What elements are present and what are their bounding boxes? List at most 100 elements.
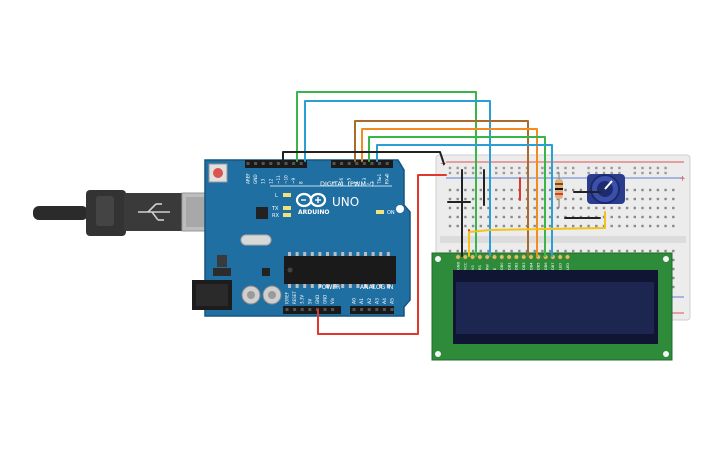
breadboard-hole[interactable] — [502, 197, 506, 201]
breadboard-hole[interactable] — [625, 206, 629, 210]
breadboard-hole[interactable] — [464, 215, 467, 219]
breadboard-hole[interactable] — [487, 224, 490, 228]
breadboard-hole[interactable] — [464, 206, 467, 210]
breadboard-hole[interactable] — [456, 206, 459, 210]
breadboard-hole[interactable] — [672, 258, 675, 262]
rail-hole[interactable] — [548, 166, 552, 170]
rail-hole[interactable] — [664, 166, 667, 170]
breadboard-hole[interactable] — [471, 197, 475, 201]
breadboard-hole[interactable] — [656, 206, 660, 210]
breadboard-hole[interactable] — [649, 206, 652, 210]
breadboard-hole[interactable] — [448, 197, 452, 201]
analog-pin-socket[interactable] — [382, 308, 386, 311]
breadboard-hole[interactable] — [510, 249, 513, 253]
breadboard-hole[interactable] — [672, 276, 675, 280]
breadboard-hole[interactable] — [587, 206, 590, 210]
rail-hole[interactable] — [464, 166, 467, 170]
breadboard-hole[interactable] — [579, 188, 583, 192]
digital-pin-socket[interactable] — [276, 162, 280, 165]
rail-hole[interactable] — [495, 166, 498, 170]
digital-header-right[interactable] — [331, 160, 393, 168]
breadboard-hole[interactable] — [479, 215, 482, 219]
rail-hole[interactable] — [610, 166, 613, 170]
digital-pin-socket[interactable] — [347, 162, 351, 165]
breadboard-hole[interactable] — [495, 197, 498, 201]
rail-hole[interactable] — [495, 171, 498, 175]
breadboard-hole[interactable] — [579, 224, 583, 228]
breadboard-hole[interactable] — [471, 215, 475, 219]
breadboard-hole[interactable] — [533, 215, 536, 219]
digital-pin-socket[interactable] — [340, 162, 344, 165]
breadboard-hole[interactable] — [579, 249, 583, 253]
rail-hole[interactable] — [595, 171, 598, 175]
breadboard-hole[interactable] — [479, 197, 482, 201]
breadboard-hole[interactable] — [502, 215, 506, 219]
breadboard-hole[interactable] — [487, 206, 490, 210]
digital-pin-socket[interactable] — [246, 162, 250, 165]
breadboard-hole[interactable] — [641, 188, 644, 192]
breadboard-hole[interactable] — [548, 224, 552, 228]
rail-hole[interactable] — [510, 171, 513, 175]
rail-hole[interactable] — [572, 171, 575, 175]
breadboard-hole[interactable] — [618, 224, 621, 228]
breadboard-hole[interactable] — [633, 224, 636, 228]
breadboard-hole[interactable] — [572, 197, 575, 201]
breadboard-hole[interactable] — [664, 188, 667, 192]
breadboard-hole[interactable] — [479, 206, 482, 210]
rail-hole[interactable] — [479, 171, 482, 175]
breadboard-hole[interactable] — [456, 197, 459, 201]
potentiometer[interactable] — [587, 174, 625, 204]
breadboard-hole[interactable] — [587, 224, 590, 228]
digital-pin-socket[interactable] — [284, 162, 288, 165]
breadboard-hole[interactable] — [595, 224, 598, 228]
breadboard-hole[interactable] — [556, 224, 559, 228]
breadboard-hole[interactable] — [602, 206, 606, 210]
power-pin-socket[interactable] — [293, 308, 297, 311]
breadboard-hole[interactable] — [564, 197, 567, 201]
rail-hole[interactable] — [587, 171, 590, 175]
rail-hole[interactable] — [502, 171, 506, 175]
breadboard-hole[interactable] — [672, 285, 675, 289]
breadboard-hole[interactable] — [556, 206, 559, 210]
rail-hole[interactable] — [471, 166, 475, 170]
breadboard-hole[interactable] — [518, 215, 521, 219]
breadboard-hole[interactable] — [502, 249, 506, 253]
breadboard-hole[interactable] — [533, 249, 536, 253]
breadboard-hole[interactable] — [595, 249, 598, 253]
power-pin-socket[interactable] — [331, 308, 335, 311]
digital-pin-socket[interactable] — [292, 162, 296, 165]
breadboard-hole[interactable] — [471, 188, 475, 192]
breadboard-hole[interactable] — [479, 249, 482, 253]
breadboard-hole[interactable] — [510, 224, 513, 228]
breadboard-hole[interactable] — [487, 249, 490, 253]
breadboard-hole[interactable] — [633, 188, 636, 192]
wires[interactable] — [282, 91, 606, 335]
breadboard-hole[interactable] — [572, 206, 575, 210]
power-pin-socket[interactable] — [300, 308, 304, 311]
breadboard-hole[interactable] — [464, 249, 467, 253]
breadboard-hole[interactable] — [456, 215, 459, 219]
rail-hole[interactable] — [548, 171, 552, 175]
digital-pin-socket[interactable] — [299, 162, 303, 165]
rail-hole[interactable] — [448, 166, 452, 170]
rail-hole[interactable] — [656, 171, 660, 175]
digital-pin-socket[interactable] — [269, 162, 273, 165]
breadboard-hole[interactable] — [548, 249, 552, 253]
analog-pin-socket[interactable] — [352, 308, 356, 311]
breadboard-hole[interactable] — [556, 249, 559, 253]
breadboard-hole[interactable] — [456, 188, 459, 192]
breadboard-hole[interactable] — [510, 206, 513, 210]
rail-hole[interactable] — [510, 166, 513, 170]
breadboard-hole[interactable] — [656, 197, 660, 201]
breadboard-hole[interactable] — [533, 188, 536, 192]
breadboard-hole[interactable] — [541, 215, 544, 219]
resistor[interactable] — [555, 172, 563, 208]
breadboard-hole[interactable] — [664, 197, 667, 201]
breadboard-hole[interactable] — [471, 206, 475, 210]
breadboard-hole[interactable] — [572, 188, 575, 192]
breadboard-hole[interactable] — [487, 215, 490, 219]
breadboard-hole[interactable] — [610, 206, 613, 210]
breadboard-hole[interactable] — [548, 197, 552, 201]
breadboard-hole[interactable] — [610, 249, 613, 253]
